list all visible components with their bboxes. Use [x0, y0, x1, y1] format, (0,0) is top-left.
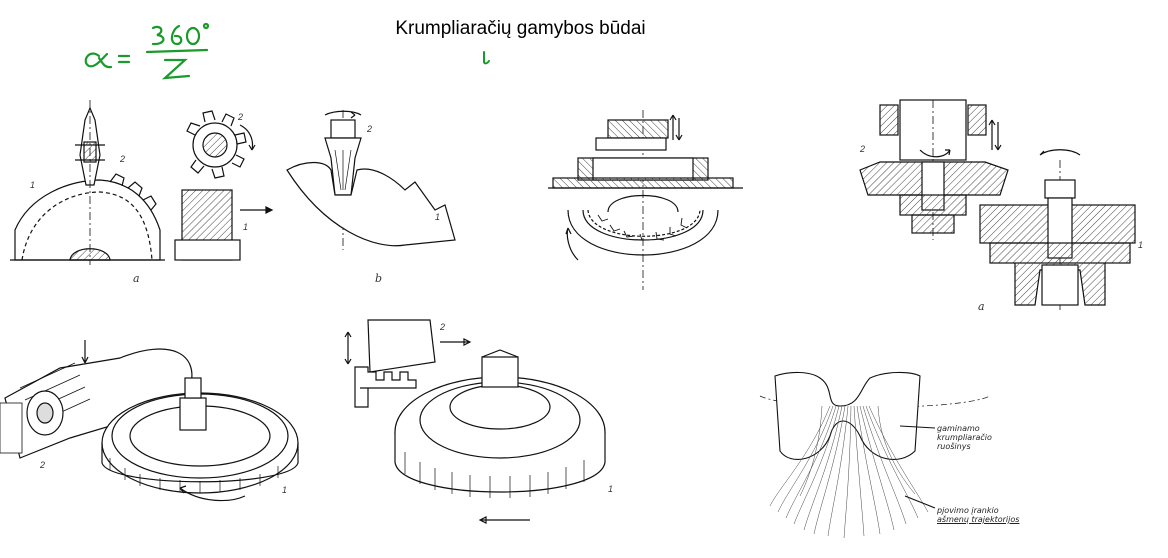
svg-text:2: 2	[237, 112, 243, 122]
handwritten-mark	[483, 51, 490, 65]
svg-text:1: 1	[608, 484, 613, 494]
svg-text:2: 2	[439, 322, 445, 332]
svg-text:1: 1	[282, 485, 287, 495]
milling-figure-a: 1 2 1 2	[10, 100, 274, 265]
workpiece-label: gaminamo krumpliaračio ruošinys	[937, 424, 992, 451]
rack-shaping-figure: 2 1	[344, 319, 613, 524]
tool-trajectory-label: pjovimo įrankio ašmenų trajektorijos	[937, 506, 1020, 524]
hobbing-figure: 2 1	[0, 340, 299, 502]
svg-text:2: 2	[119, 154, 125, 164]
milling-fig-b-caption: b	[375, 272, 383, 285]
svg-text:1: 1	[1138, 240, 1143, 250]
svg-text:1: 1	[435, 212, 440, 222]
milling-fig-a-caption: a	[133, 272, 140, 285]
svg-text:2: 2	[366, 124, 372, 134]
milling-figure-b: 2 1	[286, 110, 456, 250]
handwritten-formula	[84, 22, 210, 80]
internal-shaping-figure	[548, 110, 743, 290]
fig-a-label-1: 1	[30, 180, 35, 190]
shaping-figure-a: 2 1	[859, 99, 1143, 310]
svg-text:2: 2	[859, 144, 865, 154]
slide-title: Krumpliaračių gamybos būdai	[395, 18, 646, 39]
shaping-fig-a-caption: a	[978, 300, 985, 313]
svg-text:1: 1	[243, 222, 248, 232]
envelope-diagram	[759, 371, 991, 539]
svg-text:2: 2	[39, 460, 45, 470]
